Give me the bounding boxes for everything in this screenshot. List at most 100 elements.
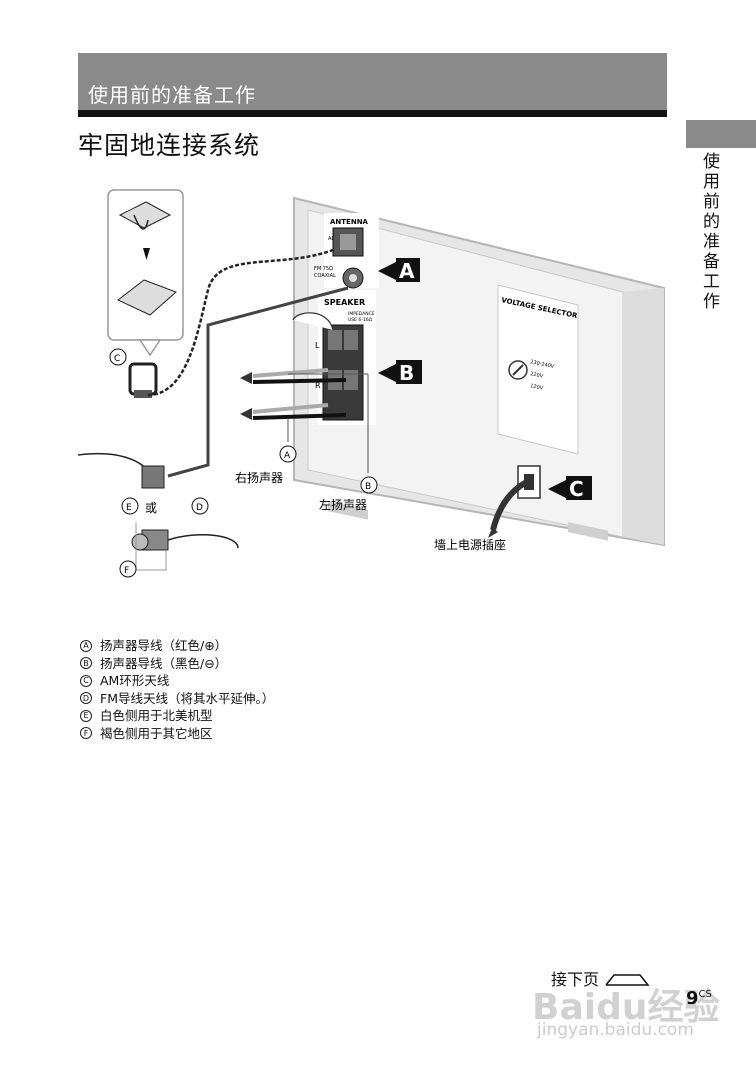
marker-d (191, 497, 209, 515)
l-label: L (315, 341, 320, 350)
marker-e (121, 497, 139, 515)
callout-b-arrow (378, 364, 396, 382)
legend-text: FM导线天线（将其水平延伸。） (100, 690, 275, 706)
callout-a-label: A (399, 259, 415, 283)
side-tab-label: 使用前的准备工作 (699, 152, 719, 312)
legend-text: 褐色侧用于其它地区 (100, 725, 213, 741)
am-loop-antenna (128, 362, 158, 396)
am-loop-base (134, 390, 152, 398)
fm-jack-center (349, 274, 357, 282)
section-title: 使用前的准备工作 (88, 83, 256, 107)
marker-a (279, 445, 297, 463)
continue-text: 接下页 (551, 970, 600, 989)
fm-label: FM 75Ω (314, 266, 333, 272)
power-cord-arrow-icon (488, 528, 498, 538)
callout-c-box (566, 476, 592, 500)
unit-edge (623, 288, 664, 545)
marker-e-label: E (126, 503, 132, 513)
left-speaker-label: 左扬声器 (319, 497, 367, 512)
legend: A 扬声器导线（红色/⊕） B 扬声器导线（黑色/⊖） C AM环形天线 D FM导线天… (80, 637, 274, 742)
finger-icon (292, 312, 334, 331)
marker-d-label: D (196, 503, 203, 513)
terminal-r-minus (344, 370, 358, 390)
speaker-wire-right-black (252, 413, 347, 420)
power-cord (490, 477, 533, 531)
legend-item: B 扬声器导线（黑色/⊖） (80, 655, 274, 673)
marker-a-label: A (284, 451, 291, 461)
unit-foot (328, 501, 368, 520)
rotate-arrow-icon (133, 214, 149, 230)
fm-wire-left (78, 452, 149, 471)
connection-diagram: ANTENNA AM FM 75Ω COAXIAL SPEAKER IMPEDA… (78, 189, 665, 578)
voltage-option-3: 120V (530, 383, 544, 392)
legend-marker: E (80, 709, 92, 722)
speaker-wire-left-black (252, 378, 347, 384)
arrow-left-icon (240, 372, 252, 384)
voltage-plate (497, 284, 579, 455)
right-speaker-label: 右扬声器 (235, 470, 283, 485)
page-number: 9CS (686, 988, 712, 1009)
wall-outlet-label: 墙上电源插座 (434, 537, 506, 552)
terminal-l-minus (344, 330, 358, 350)
legend-text: 白色侧用于北美机型 (100, 708, 213, 723)
fm-connector-upper (141, 465, 165, 489)
continue-label: 接下页 (551, 966, 650, 991)
legend-text: AM环形天线 (100, 673, 170, 688)
callout-b-box (396, 360, 422, 384)
callout-b-label: B (399, 361, 414, 385)
voltage-option-2: 220V (530, 371, 544, 380)
watermark-url: jingyan.baidu.com (537, 1020, 694, 1040)
speaker-wire-left-red (252, 368, 329, 378)
speaker-wire-right-red (252, 403, 329, 414)
side-tab (686, 120, 756, 148)
legend-text: 扬声器导线（黑色/⊖） (100, 655, 228, 671)
callout-c-label: C (569, 477, 584, 501)
am-inset-pointer (138, 339, 162, 357)
legend-marker: A (80, 639, 92, 652)
header-rule (78, 110, 667, 117)
continue-arrow-icon (605, 973, 650, 986)
marker-b (360, 476, 378, 494)
voltage-option-1: 230-240V (530, 359, 556, 370)
down-arrow-icon (143, 248, 150, 260)
antenna-label: ANTENNA (330, 218, 369, 226)
legend-marker: F (80, 727, 92, 740)
speaker-label: SPEAKER (324, 298, 365, 307)
watermark-logo: Baidu经验 (532, 987, 720, 1028)
am-terminal-clip (340, 234, 356, 250)
marker-c-label: C (114, 354, 120, 364)
am-label: AM (328, 236, 336, 242)
legend-item: E 白色侧用于北美机型 (80, 707, 274, 725)
impedance-label: IMPEDANCE (348, 311, 375, 317)
marker-f (119, 560, 137, 578)
fm-pointer-lines (135, 522, 167, 571)
fm-coax-cable (167, 286, 349, 478)
impedance-value: USE 6-16Ω (348, 317, 373, 323)
legend-item: A 扬声器导线（红色/⊕） (80, 637, 274, 655)
coaxial-label: COAXIAL (314, 273, 336, 279)
unit-foot (568, 522, 608, 541)
callout-a-box (396, 258, 420, 282)
header-bar (78, 53, 667, 110)
legend-marker: C (80, 674, 92, 687)
voltage-dial-slot (512, 364, 524, 376)
r-label: R (315, 381, 321, 390)
terminal-l-plus (328, 330, 342, 350)
am-antenna-base (117, 279, 177, 316)
page-number-suffix: CS (698, 989, 712, 1000)
page-number-value: 9 (686, 988, 699, 1009)
am-antenna-stand (118, 201, 172, 229)
marker-b-label: B (365, 482, 371, 492)
fm-plug (131, 533, 149, 551)
legend-marker: D (80, 692, 92, 705)
legend-item: F 褐色侧用于其它地区 (80, 725, 274, 743)
marker-f-label: F (124, 566, 129, 576)
or-label: 或 (145, 501, 157, 515)
am-antenna-wire (147, 248, 334, 397)
callout-a-arrow (378, 262, 396, 280)
page-heading: 牢固地连接系统 (78, 131, 261, 160)
legend-text: 扬声器导线（红色/⊕） (100, 638, 228, 653)
legend-marker: B (80, 657, 92, 670)
callout-c-arrow (548, 480, 566, 498)
legend-item: D FM导线天线（将其水平延伸。） (80, 690, 274, 708)
